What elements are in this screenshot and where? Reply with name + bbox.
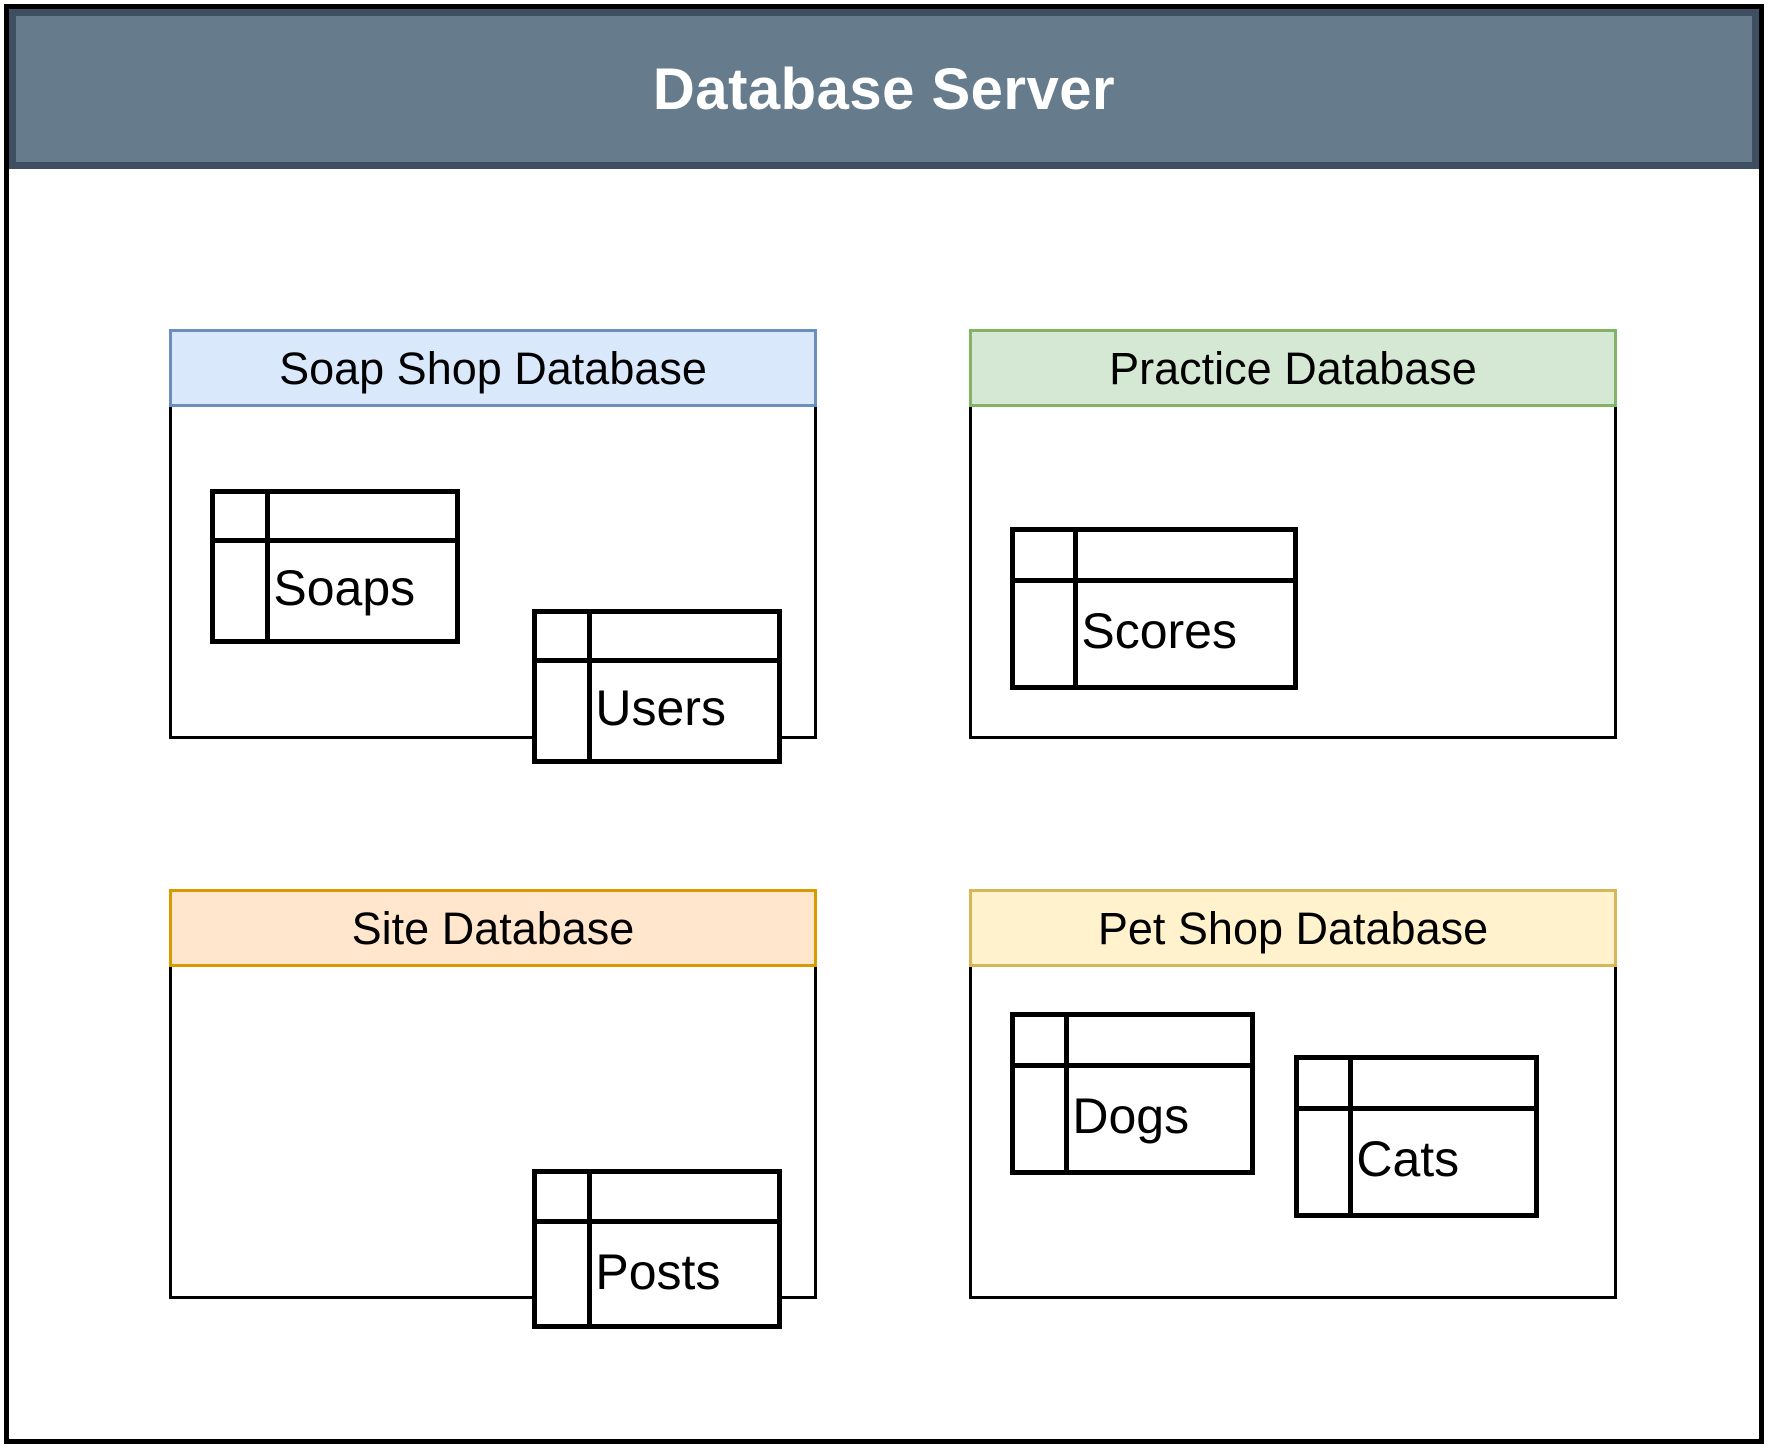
table-header-row-divider [1015, 1062, 1250, 1068]
table-column-divider [587, 1174, 593, 1324]
database-name-label: Practice Database [1109, 342, 1477, 394]
table-header-row-divider [537, 657, 777, 663]
server-header-bar: Database Server [9, 9, 1759, 169]
table-name-label: Cats [1356, 1131, 1460, 1188]
database-header-practice-database[interactable]: Practice Database [969, 329, 1617, 407]
server-title: Database Server [652, 56, 1116, 122]
database-body-site-database: Posts [169, 967, 817, 1329]
table-name-label: Users [595, 680, 726, 737]
database-name-label: Soap Shop Database [279, 342, 707, 394]
database-header-soap-shop-database[interactable]: Soap Shop Database [169, 329, 817, 407]
database-header-pet-shop-database[interactable]: Pet Shop Database [969, 889, 1617, 967]
table-header-row-divider [1299, 1105, 1534, 1111]
table-name-label: Dogs [1072, 1088, 1190, 1145]
table-column-divider [1073, 532, 1079, 685]
table-name-label: Scores [1081, 603, 1237, 660]
database-name-label: Site Database [351, 902, 635, 954]
table-icon-cats[interactable]: Cats [1294, 1055, 1539, 1218]
database-name-label: Pet Shop Database [1097, 902, 1489, 954]
database-header-site-database[interactable]: Site Database [169, 889, 817, 967]
table-icon-posts[interactable]: Posts [532, 1169, 782, 1329]
table-icon-dogs[interactable]: Dogs [1010, 1012, 1255, 1175]
table-name-label: Posts [595, 1243, 721, 1300]
table-column-divider [1348, 1060, 1354, 1213]
database-body-practice-database: Scores [969, 407, 1617, 739]
table-icon-scores[interactable]: Scores [1010, 527, 1298, 690]
table-header-row-divider [215, 537, 455, 543]
table-icon-soaps[interactable]: Soaps [210, 489, 460, 644]
table-column-divider [265, 494, 271, 639]
table-icon-users[interactable]: Users [532, 609, 782, 764]
table-column-divider [587, 614, 593, 759]
table-header-row-divider [537, 1219, 777, 1224]
table-header-row-divider [1015, 577, 1293, 583]
table-name-label: Soaps [273, 560, 416, 617]
table-column-divider [1064, 1017, 1070, 1170]
